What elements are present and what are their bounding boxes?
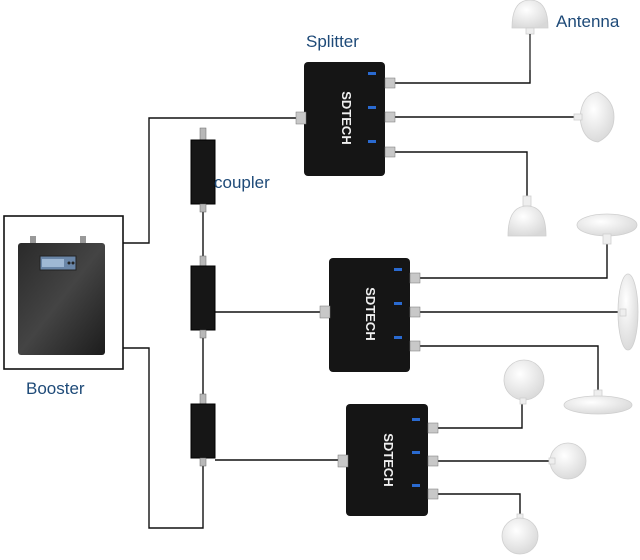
booster-box — [3, 215, 124, 370]
ceiling-antenna-icon — [511, 0, 549, 70]
s1-out3 — [385, 151, 528, 196]
splitter-unit-icon — [304, 62, 385, 176]
panel-antenna-icon — [548, 442, 587, 480]
booster-label: Booster — [26, 379, 85, 398]
coupler-unit-icon — [190, 393, 216, 467]
antennas — [501, 0, 639, 555]
splitter-label: Splitter — [306, 32, 359, 51]
splitter-3: SDTECH — [337, 404, 439, 516]
couplers — [190, 127, 216, 467]
cables — [123, 70, 625, 529]
splitter-2: SDTECH — [319, 258, 421, 372]
splitter-brand-1: SDTECH — [339, 91, 354, 144]
splitter-unit-icon — [329, 258, 410, 372]
s2-out1 — [410, 244, 608, 279]
coupler-unit-icon — [190, 255, 216, 339]
ceiling-antenna-icon — [563, 389, 633, 415]
antenna-label: Antenna — [556, 12, 620, 31]
splitter-brand-2: SDTECH — [363, 287, 378, 340]
booster-unit-icon — [18, 243, 105, 355]
panel-antenna-icon — [617, 273, 639, 351]
ceiling-antenna-icon — [576, 213, 638, 245]
splitter-unit-icon — [346, 404, 428, 516]
booster-cable-top — [123, 117, 300, 244]
ceiling-antenna-icon — [503, 359, 545, 405]
booster-cable-bottom — [123, 347, 204, 529]
s2-out3 — [410, 345, 599, 390]
ceiling-antenna-icon — [501, 513, 539, 555]
s3-out3 — [428, 493, 521, 514]
coupler-label: coupler — [214, 173, 270, 192]
splitter-1: SDTECH — [295, 62, 396, 176]
splitter-brand-3: SDTECH — [381, 433, 396, 486]
panel-antenna-icon — [573, 91, 615, 143]
ceiling-antenna-icon — [507, 195, 547, 237]
s3-out1 — [428, 398, 523, 429]
s1-out1 — [385, 70, 531, 84]
coupler-unit-icon — [190, 127, 216, 213]
